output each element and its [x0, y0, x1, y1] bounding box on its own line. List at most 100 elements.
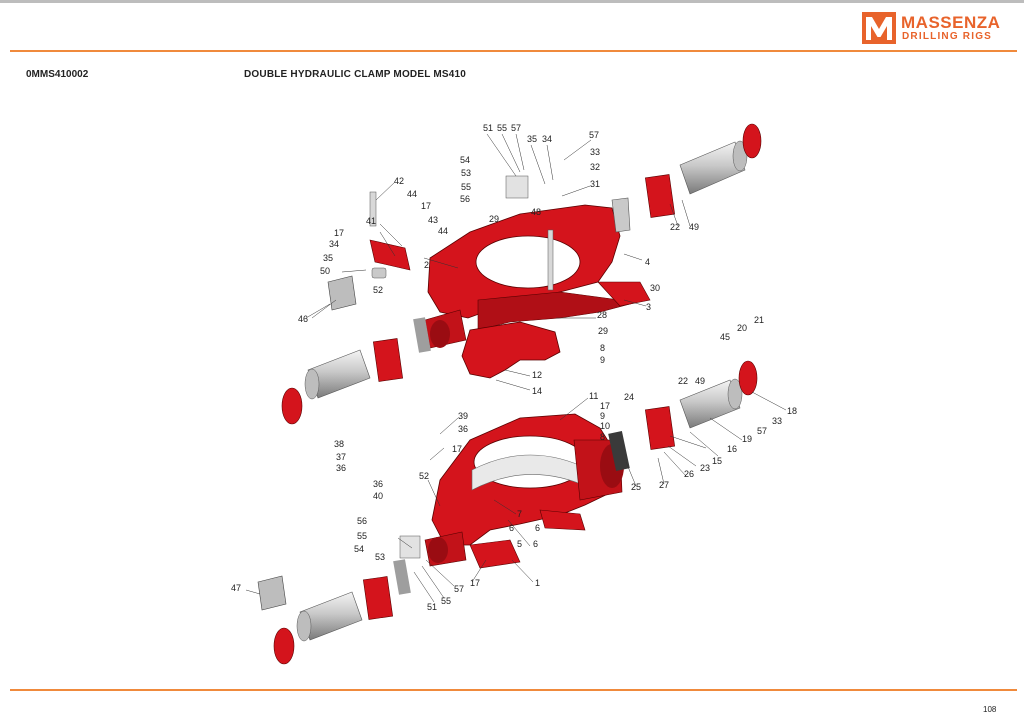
part-callout-37: 37	[336, 452, 346, 462]
part-callout-8: 8	[600, 432, 605, 442]
part-callout-22: 22	[670, 222, 680, 232]
part-callout-51: 51	[483, 123, 493, 133]
part-callout-53: 53	[375, 552, 385, 562]
part-callout-45: 45	[720, 332, 730, 342]
top-border	[0, 0, 1024, 3]
part-callout-29: 29	[598, 326, 608, 336]
part-callout-17: 17	[334, 228, 344, 238]
part-callout-9: 9	[600, 411, 605, 421]
massenza-logo: MASSENZA DRILLING RIGS	[862, 12, 1012, 44]
part-callout-27: 27	[659, 480, 669, 490]
part-callout-57: 57	[454, 584, 464, 594]
part-callout-3: 3	[646, 302, 651, 312]
part-callout-20: 20	[737, 323, 747, 333]
brand-tagline: DRILLING RIGS	[902, 31, 993, 42]
part-callout-43: 43	[428, 215, 438, 225]
hydraulic-cylinder-upper-left	[281, 338, 404, 425]
part-callout-12: 12	[532, 370, 542, 380]
part-callout-41: 41	[366, 216, 376, 226]
part-callout-26: 26	[684, 469, 694, 479]
part-callout-57: 57	[511, 123, 521, 133]
document-title: DOUBLE HYDRAULIC CLAMP MODEL MS410	[244, 69, 467, 80]
part-callout-34: 34	[329, 239, 339, 249]
hydraulic-cylinder-lower-right	[644, 360, 758, 450]
part-callout-36: 36	[336, 463, 346, 473]
part-callout-33: 33	[590, 147, 600, 157]
part-callout-21: 21	[754, 315, 764, 325]
part-callout-23: 23	[700, 463, 710, 473]
part-callout-57: 57	[589, 130, 599, 140]
part-callout-39: 39	[458, 411, 468, 421]
part-callout-56: 56	[357, 516, 367, 526]
hydraulic-cylinder-top-right	[644, 123, 762, 218]
part-callout-6: 6	[509, 523, 514, 533]
part-callout-55: 55	[497, 123, 507, 133]
part-callout-55: 55	[357, 531, 367, 541]
part-callout-18: 18	[787, 406, 797, 416]
part-callout-16: 16	[727, 444, 737, 454]
part-callout-49: 49	[689, 222, 699, 232]
part-callout-1: 1	[535, 578, 540, 588]
part-callout-49: 49	[695, 376, 705, 386]
part-callout-42: 42	[394, 176, 404, 186]
part-callout-29: 29	[489, 214, 499, 224]
part-callout-31: 31	[590, 179, 600, 189]
footer-divider	[10, 689, 1017, 691]
part-callout-36: 36	[458, 424, 468, 434]
part-callout-6: 6	[533, 539, 538, 549]
part-callout-4: 4	[645, 257, 650, 267]
part-callout-44: 44	[407, 189, 417, 199]
part-callout-28: 28	[597, 310, 607, 320]
part-callout-52: 52	[419, 471, 429, 481]
part-callout-7: 7	[517, 509, 522, 519]
part-callout-34: 34	[542, 134, 552, 144]
part-callout-52: 52	[373, 285, 383, 295]
page-number: 108	[983, 705, 997, 714]
part-callout-17: 17	[452, 444, 462, 454]
part-callout-30: 30	[650, 283, 660, 293]
part-callout-33: 33	[772, 416, 782, 426]
part-callout-6: 6	[535, 523, 540, 533]
brand-name: MASSENZA	[901, 13, 1001, 32]
part-callout-47: 47	[231, 583, 241, 593]
header-divider	[10, 50, 1017, 52]
part-callout-40: 40	[373, 491, 383, 501]
part-callout-57: 57	[757, 426, 767, 436]
part-callout-53: 53	[461, 168, 471, 178]
part-callout-36: 36	[373, 479, 383, 489]
part-callout-25: 25	[631, 482, 641, 492]
part-callout-8: 8	[600, 343, 605, 353]
part-callout-24: 24	[624, 392, 634, 402]
document-code: 0MMS410002	[26, 69, 89, 80]
upper-clamp-body	[424, 197, 651, 379]
part-callout-32: 32	[590, 162, 600, 172]
part-callout-46: 46	[298, 314, 308, 324]
part-callout-48: 48	[531, 207, 541, 217]
part-callout-55: 55	[441, 596, 451, 606]
part-callout-15: 15	[712, 456, 722, 466]
part-callout-54: 54	[354, 544, 364, 554]
part-callout-5: 5	[517, 539, 522, 549]
part-callout-50: 50	[320, 266, 330, 276]
part-callout-17: 17	[470, 578, 480, 588]
part-callout-38: 38	[334, 439, 344, 449]
part-callout-51: 51	[427, 602, 437, 612]
part-callout-19: 19	[742, 434, 752, 444]
part-callout-11: 11	[589, 391, 598, 401]
leader-lines	[245, 133, 787, 603]
part-callout-14: 14	[532, 386, 542, 396]
part-callout-54: 54	[460, 155, 470, 165]
part-callout-55: 55	[461, 182, 471, 192]
part-callout-9: 9	[600, 355, 605, 365]
hydraulic-cylinder-lower-left	[273, 576, 394, 665]
part-callout-17: 17	[600, 401, 610, 411]
part-callout-35: 35	[323, 253, 333, 263]
part-callout-35: 35	[527, 134, 537, 144]
part-callout-17: 17	[421, 201, 431, 211]
part-callout-56: 56	[460, 194, 470, 204]
part-callout-22: 22	[678, 376, 688, 386]
logo-mark-icon	[862, 12, 896, 44]
part-callout-10: 10	[600, 421, 610, 431]
